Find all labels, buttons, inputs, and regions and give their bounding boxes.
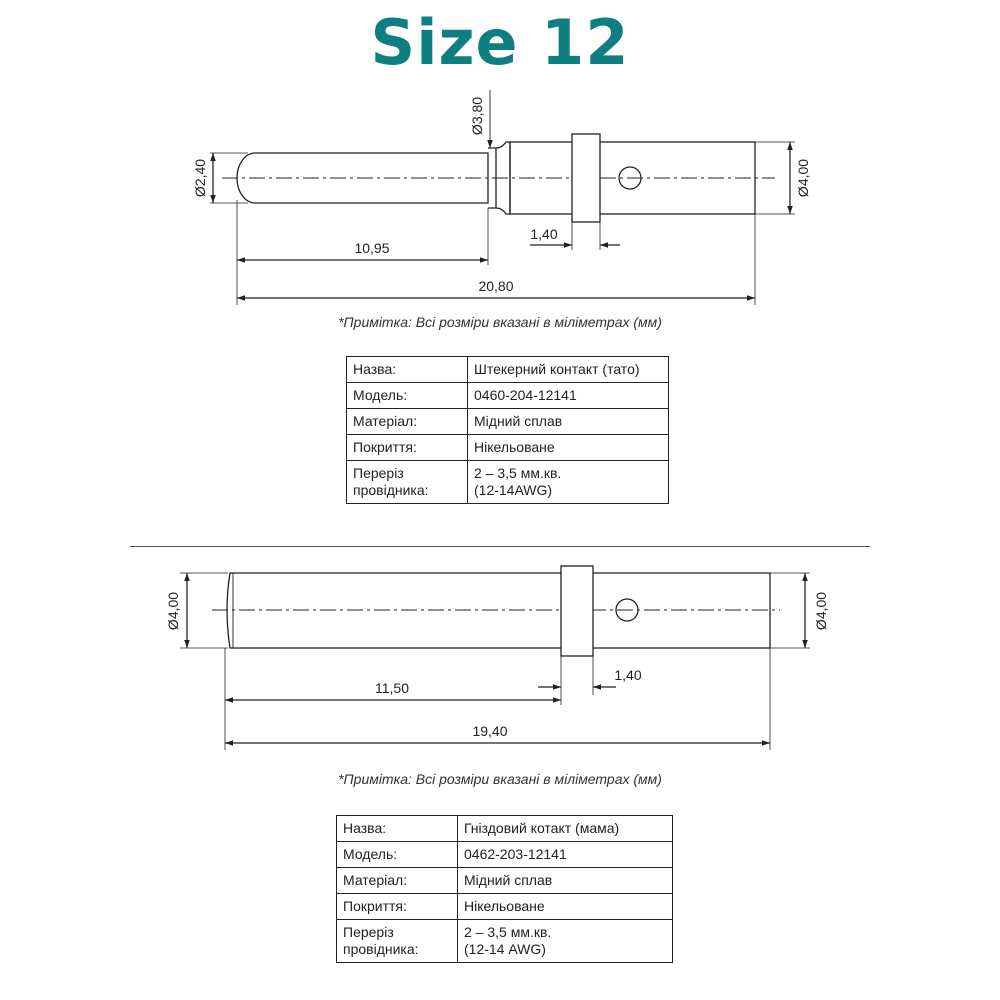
spec-key: Матеріал:	[346, 408, 468, 435]
female-spec-table: Назва: Гніздовий котакт (мама) Модель: 0…	[336, 815, 673, 963]
collar-outline	[560, 565, 594, 657]
inspection-hole	[618, 166, 642, 190]
spec-value: 2 – 3,5 мм.кв.(12-14 AWG)	[457, 919, 673, 963]
spec-value: 0462-203-12141	[457, 841, 673, 868]
spec-value: Штекерний контакт (тато)	[467, 356, 669, 383]
spec-key: Покриття:	[346, 434, 468, 461]
pin-outline	[236, 152, 489, 204]
spec-value: Мідний сплав	[467, 408, 669, 435]
spec-key: Назва:	[336, 815, 458, 842]
dimension-note: *Примітка: Всі розміри вказані в мілімет…	[338, 314, 662, 330]
dim-body-diameter: Ø4,00	[795, 159, 811, 197]
dim-collar-length: 1,40	[530, 226, 557, 242]
dimension-note: *Примітка: Всі розміри вказані в мілімет…	[338, 771, 662, 787]
dim-collar-diameter: Ø3,80	[469, 97, 485, 135]
inspection-hole	[615, 598, 639, 622]
section-divider	[130, 546, 870, 547]
table-row: Матеріал: Мідний сплав	[336, 867, 673, 894]
collar-outline	[571, 133, 601, 223]
spec-key: Назва:	[346, 356, 468, 383]
spec-value: Нікельоване	[467, 434, 669, 461]
spec-key: Матеріал:	[336, 867, 458, 894]
dim-collar-length: 1,40	[614, 667, 641, 683]
table-row: Модель: 0460-204-12141	[346, 382, 669, 409]
table-row: Покриття: Нікельоване	[336, 893, 673, 920]
dim-right-diameter: Ø4,00	[813, 592, 829, 630]
spec-value: Мідний сплав	[457, 867, 673, 894]
dim-tube-length: 11,50	[375, 680, 409, 696]
table-row: Модель: 0462-203-12141	[336, 841, 673, 868]
spec-key: Модель:	[336, 841, 458, 868]
table-row: Покриття: Нікельоване	[346, 434, 669, 461]
spec-value: Нікельоване	[457, 893, 673, 920]
dim-total-length: 20,80	[478, 278, 513, 294]
spec-value: Гніздовий котакт (мама)	[457, 815, 673, 842]
dim-pin-diameter: Ø2,40	[192, 159, 208, 197]
tube-outline	[226, 572, 771, 649]
table-row: Матеріал: Мідний сплав	[346, 408, 669, 435]
spec-key: Модель:	[346, 382, 468, 409]
spec-value: 2 – 3,5 мм.кв.(12-14AWG)	[467, 460, 669, 504]
spec-key: Покриття:	[336, 893, 458, 920]
dim-left-diameter: Ø4,00	[165, 592, 181, 630]
spec-value: 0460-204-12141	[467, 382, 669, 409]
male-spec-table: Назва: Штекерний контакт (тато) Модель: …	[346, 356, 669, 504]
female-contact-drawing: Ø4,00 Ø4,00 11,50 1,40 19,40	[165, 565, 829, 750]
table-row: Назва: Штекерний контакт (тато)	[346, 356, 669, 383]
male-contact-drawing: Ø2,40 Ø3,80 Ø4,00 10,95 1,40 20,80	[192, 90, 811, 305]
table-row: Назва: Гніздовий котакт (мама)	[336, 815, 673, 842]
dim-pin-length: 10,95	[354, 240, 389, 256]
page-title: Size 12	[370, 6, 630, 79]
dim-total-length: 19,40	[472, 723, 507, 739]
body-outline	[509, 141, 756, 215]
